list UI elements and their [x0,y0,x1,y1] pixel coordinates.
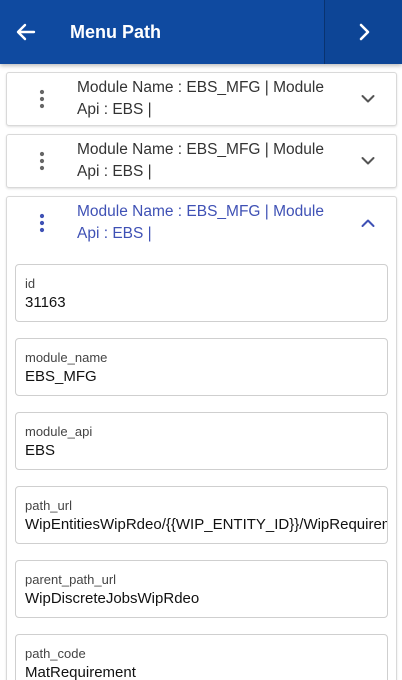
arrow-left-icon [16,23,36,41]
panel-list: Module Name : EBS_MFG | Module Api : EBS… [0,64,402,680]
more-vert-icon [39,151,45,171]
collapse-button[interactable] [340,197,396,249]
next-button[interactable] [324,0,402,64]
expand-button[interactable] [340,73,396,125]
field-label: module_name [25,350,108,365]
field-label: module_api [25,424,93,439]
field-label: path_url [25,498,72,513]
field-value: WipDiscreteJobsWipRdeo [25,590,200,607]
expansion-panel[interactable]: Module Name : EBS_MFG | Module Api : EBS… [6,134,397,188]
field-value: MatRequirement [25,664,136,680]
field-value: EBS_MFG [25,368,97,385]
panel-header[interactable]: Module Name : EBS_MFG | Module Api : EBS… [7,135,396,187]
more-vert-icon [39,213,45,233]
field-value: 31163 [25,294,66,311]
panel-header[interactable]: Module Name : EBS_MFG | Module Api : EBS… [7,197,396,249]
more-options-button[interactable] [7,73,77,125]
panel-title: Module Name : EBS_MFG | Module Api : EBS… [77,79,324,118]
field-value: EBS [25,442,56,459]
page-title: Menu Path [70,21,162,42]
chevron-down-icon [361,157,375,165]
chevron-right-icon [359,23,369,41]
expansion-panel[interactable]: Module Name : EBS_MFG | Module Api : EBS… [6,72,397,126]
field-path-code[interactable]: path_code MatRequirement [15,634,388,680]
more-options-button[interactable] [7,135,77,187]
field-module-name[interactable]: module_name EBS_MFG [15,338,388,396]
back-button[interactable] [0,0,52,64]
more-vert-icon [39,89,45,109]
expansion-panel-expanded[interactable]: Module Name : EBS_MFG | Module Api : EBS… [6,196,397,680]
field-module-api[interactable]: module_api EBS [15,412,388,470]
chevron-up-icon [361,219,375,227]
field-id[interactable]: id 31163 [15,264,388,322]
more-options-button[interactable] [7,197,77,249]
field-path-url[interactable]: path_url WipEntitiesWipRdeo/{{WIP_ENTITY… [15,486,388,544]
app-bar: Menu Path [0,0,402,64]
chevron-down-icon [361,95,375,103]
panel-title: Module Name : EBS_MFG | Module Api : EBS… [77,141,324,180]
field-label: id [25,276,36,291]
panel-title: Module Name : EBS_MFG | Module Api : EBS… [77,203,324,242]
panel-header[interactable]: Module Name : EBS_MFG | Module Api : EBS… [7,73,396,125]
field-label: parent_path_url [25,572,117,587]
field-label: path_code [25,646,86,661]
field-value: WipEntitiesWipRdeo/{{WIP_ENTITY_ID}}/Wip… [25,516,387,533]
expand-button[interactable] [340,135,396,187]
field-parent-path-url[interactable]: parent_path_url WipDiscreteJobsWipRdeo [15,560,388,618]
